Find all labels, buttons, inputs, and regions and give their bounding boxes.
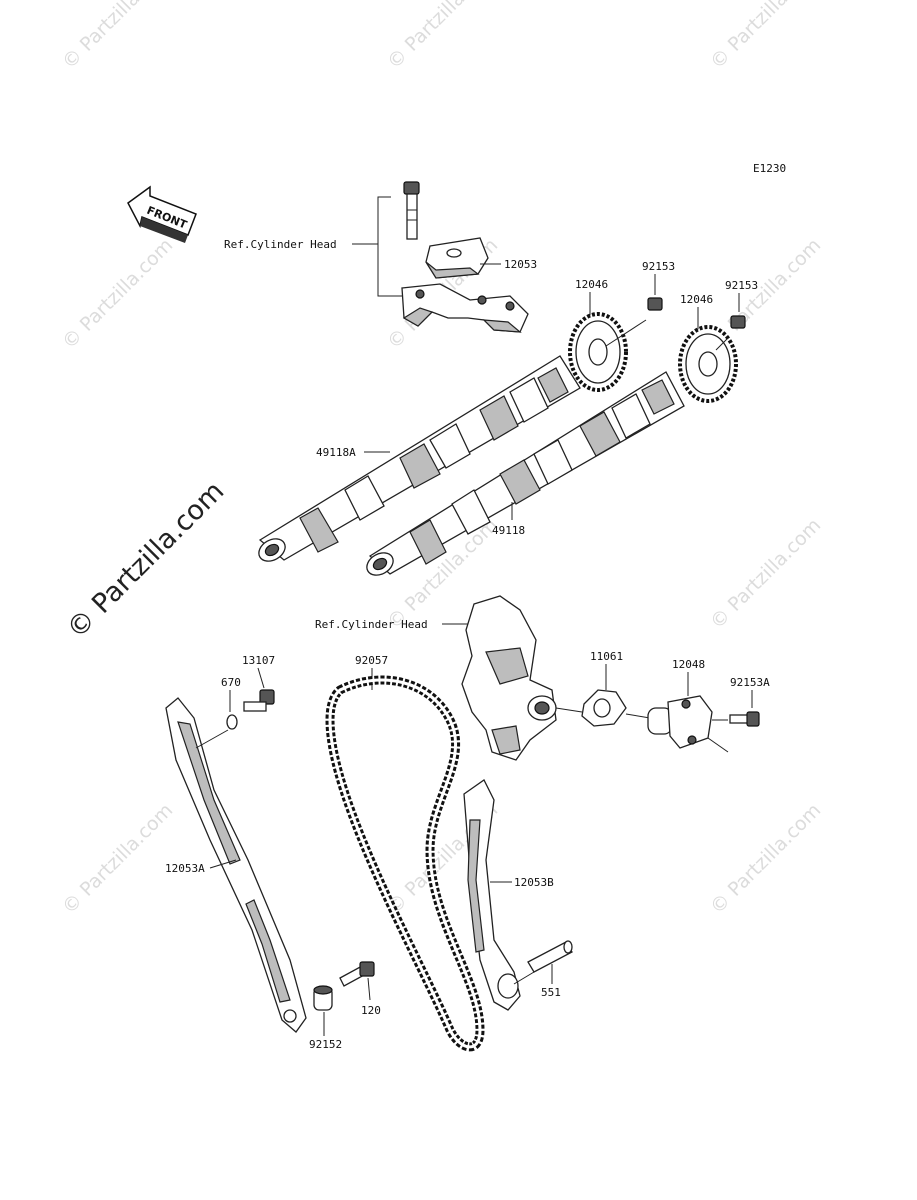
part-670-o-ring: 670 xyxy=(195,676,241,749)
front-arrow-icon: FRONT xyxy=(127,185,197,243)
label-ref-cylinder-head: Ref.Cylinder Head xyxy=(224,238,337,251)
part-13107-bolt: 13107 xyxy=(242,654,275,712)
camshaft-cap-bolt xyxy=(403,181,420,240)
watermark: © Partzilla.com xyxy=(58,234,177,353)
part-12046-sprocket-right: 12046 xyxy=(678,293,738,403)
label-12046-left: 12046 xyxy=(575,278,608,291)
part-12053A-chain-guide: 12053A xyxy=(165,697,307,1033)
diagram-code: E1230 xyxy=(753,162,786,175)
label-11061: 11061 xyxy=(590,650,623,663)
label-12048: 12048 xyxy=(672,658,705,671)
part-92153-bolt-left: 92153 xyxy=(605,260,675,347)
label-ref-cylinder-head-2: Ref.Cylinder Head xyxy=(315,618,428,631)
part-12048-tensioner: 12048 xyxy=(647,658,729,753)
label-92153A: 92153A xyxy=(730,676,770,689)
label-120: 120 xyxy=(361,1004,381,1017)
watermark: © Partzilla.com xyxy=(706,514,825,633)
watermark: © Partzilla.com xyxy=(706,0,825,74)
label-49118A: 49118A xyxy=(316,446,356,459)
label-12053: 12053 xyxy=(504,258,537,271)
part-11061-gasket: 11061 xyxy=(555,650,651,727)
label-92057: 92057 xyxy=(355,654,388,667)
watermark: © Partzilla.com xyxy=(58,799,177,918)
watermark-main: © Partzilla.com xyxy=(61,476,230,645)
label-13107: 13107 xyxy=(242,654,275,667)
label-670: 670 xyxy=(221,676,241,689)
label-551: 551 xyxy=(541,986,561,999)
part-49118A-camshaft-intake: 49118A xyxy=(258,355,581,562)
label-92152: 92152 xyxy=(309,1038,342,1051)
camshaft-holder xyxy=(401,283,529,333)
part-120-bolt: 120 xyxy=(339,961,381,1017)
part-92057-chain: 92057 xyxy=(325,654,485,1052)
label-12053A: 12053A xyxy=(165,862,205,875)
label-49118: 49118 xyxy=(492,524,525,537)
label-92153-right: 92153 xyxy=(725,279,758,292)
watermark: © Partzilla.com xyxy=(58,0,177,74)
top-ref-bracket: Ref.Cylinder Head xyxy=(224,196,402,297)
part-551-pin: 551 xyxy=(513,940,573,999)
watermark: © Partzilla.com xyxy=(383,0,502,74)
part-92153A-bolt: 92153A xyxy=(729,676,770,727)
part-12053-bracket: 12053 xyxy=(425,237,537,279)
part-49118-camshaft-exhaust: 49118 xyxy=(366,371,685,576)
part-12053B-chain-guide: 12053B xyxy=(463,779,554,1011)
watermark: © Partzilla.com xyxy=(706,799,825,918)
part-92152-collar: 92152 xyxy=(309,985,342,1051)
label-12046-right: 12046 xyxy=(680,293,713,306)
bottom-ref-head: Ref.Cylinder Head xyxy=(315,595,557,761)
label-12053B: 12053B xyxy=(514,876,554,889)
label-92153-left: 92153 xyxy=(642,260,675,273)
part-92153-bolt-right: 92153 xyxy=(715,279,758,351)
part-12046-sprocket-left: 12046 xyxy=(568,278,628,392)
